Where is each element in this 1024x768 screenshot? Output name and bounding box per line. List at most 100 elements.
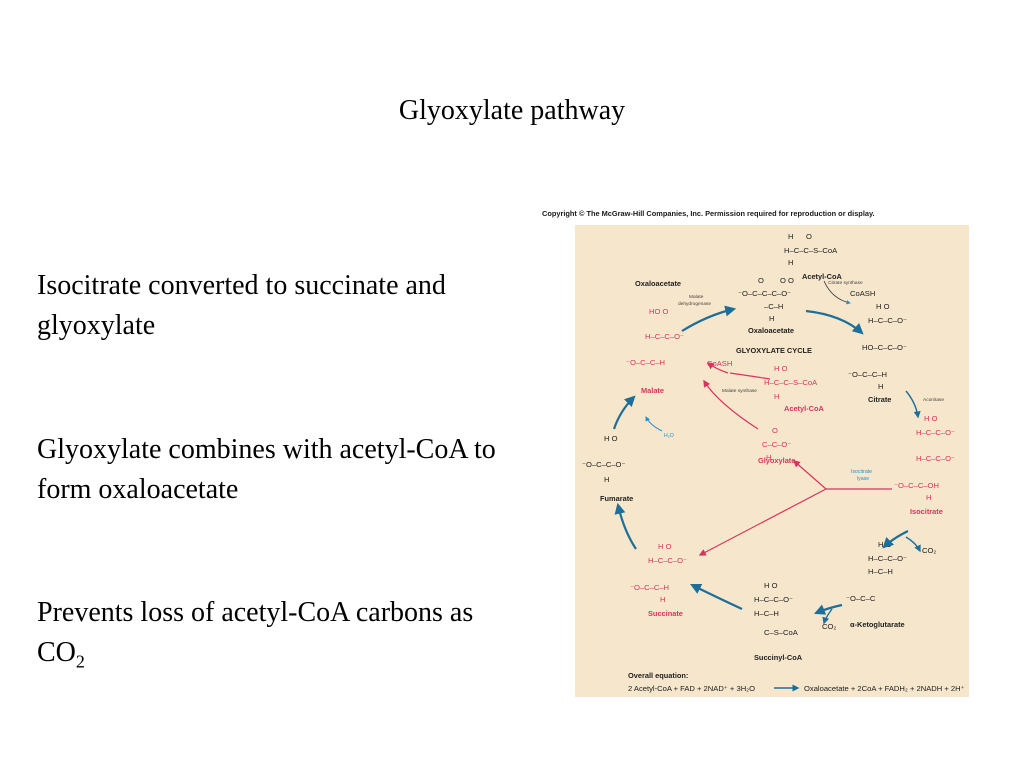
svg-text:O: O — [758, 276, 764, 285]
alpha-ketoglutarate-label: α-Ketoglutarate — [850, 620, 905, 629]
arrow-oxaloacetate-to-citrate — [805, 309, 864, 335]
svg-text:H: H — [660, 595, 665, 604]
svg-text:⁻O–C–C: ⁻O–C–C — [846, 594, 876, 603]
succinate-structure: H O H–C–C–O⁻ ⁻O–C–C–H H Succinate — [630, 542, 687, 618]
slide-title: Glyoxylate pathway — [398, 95, 626, 126]
arrow-co2-release-b — [822, 608, 833, 625]
malate-label: Malate — [641, 386, 664, 395]
svg-text:O O: O O — [780, 276, 794, 285]
equation-reactants: 2 Acetyl-CoA + FAD + 2NAD⁺ + 3H₂O — [628, 684, 755, 693]
cycle-title: GLYOXYLATE CYCLE — [736, 346, 812, 355]
svg-text:HO O: HO O — [649, 307, 669, 316]
arrow-succinate-to-fumarate — [614, 502, 637, 550]
svg-text:H–C–C–S–CoA: H–C–C–S–CoA — [764, 378, 818, 387]
isocitrate-lyase-label-2: lyase — [857, 476, 869, 482]
svg-text:C–C–O⁻: C–C–O⁻ — [762, 440, 791, 449]
svg-text:⁻O–C–C–O⁻: ⁻O–C–C–O⁻ — [582, 460, 625, 469]
svg-text:H O: H O — [604, 434, 618, 443]
succinyl-coa-structure: H O H–C–C–O⁻ H–C–H C–S–CoA Succinyl-CoA — [754, 581, 803, 662]
arrow-to-succinate — [698, 488, 827, 556]
svg-text:C–S–CoA: C–S–CoA — [764, 628, 799, 637]
svg-text:H: H — [774, 392, 779, 401]
equation-label: Overall equation: — [628, 671, 688, 680]
glyoxylate-structure: O C–C–O⁻ H Glyoxylate — [758, 426, 795, 465]
arrow-h2o-input — [645, 416, 663, 432]
oxaloacetate-center-structure: O O O ⁻O–C–C–C–O⁻ –C–H H Oxaloacetate — [738, 276, 794, 335]
svg-text:H–C–C–O⁻: H–C–C–O⁻ — [648, 556, 687, 565]
svg-text:H O: H O — [774, 364, 788, 373]
arrow-fumarate-to-malate — [612, 395, 636, 430]
svg-text:O: O — [806, 232, 812, 241]
coash-top-label: CoASH — [850, 289, 875, 298]
citrate-synthase-label: Citrate synthase — [828, 280, 863, 286]
malate-dh-label-2: dehydrogenase — [678, 301, 711, 307]
isocitrate-lyase-label-1: Isocitrate — [851, 469, 872, 475]
acetyl-coa-entry-arrow — [823, 280, 851, 305]
fumarate-label: Fumarate — [600, 494, 633, 503]
svg-text:H–C–C–O⁻: H–C–C–O⁻ — [868, 316, 907, 325]
acetyl-coa-inner-structure: H O H–C–C–S–CoA H Acetyl-CoA — [764, 364, 824, 413]
svg-text:⁻O–C–C–H: ⁻O–C–C–H — [630, 583, 669, 592]
isocitrate-structure: H O H–C–C–O⁻ H–C–C–O⁻ ⁻O–C–C–OH H Isocit… — [894, 414, 955, 516]
citrate-label: Citrate — [868, 395, 891, 404]
svg-text:H: H — [604, 475, 609, 484]
succinyl-coa-label: Succinyl-CoA — [754, 653, 803, 662]
co2-a-label: CO₂ — [922, 546, 936, 555]
acetyl-coa-top-label: Acetyl-CoA — [802, 272, 842, 281]
arrow-isocitrate-to-ketoglutarate — [882, 530, 909, 549]
svg-text:H O: H O — [658, 542, 672, 551]
svg-text:H: H — [766, 453, 771, 462]
svg-text:⁻O–C–C–C–O⁻: ⁻O–C–C–C–O⁻ — [738, 289, 791, 298]
svg-text:H–C–C–O⁻: H–C–C–O⁻ — [868, 554, 907, 563]
bullet-glyoxylate: Glyoxylate combines with acetyl-CoA to f… — [37, 434, 496, 505]
svg-text:–C–H: –C–H — [764, 302, 783, 311]
co2-b-label: CO₂ — [822, 622, 836, 631]
arrow-coash-release — [706, 362, 729, 374]
svg-text:H–C–C–O⁻: H–C–C–O⁻ — [916, 454, 955, 463]
coash-inner-label: CoASH — [707, 359, 732, 368]
acetyl-coa-inner-label: Acetyl-CoA — [784, 404, 824, 413]
svg-text:H–C–C–O⁻: H–C–C–O⁻ — [754, 595, 793, 604]
malate-dh-label-1: Malate — [689, 294, 704, 300]
svg-text:H O: H O — [876, 302, 890, 311]
svg-text:H O: H O — [764, 581, 778, 590]
arrow-citrate-to-isocitrate — [905, 390, 921, 419]
equation-products: Oxaloacetate + 2CoA + FADH₂ + 2NADH + 2H… — [804, 684, 965, 693]
acetyl-coa-top-structure: H H–C–C–S–CoA H O Acetyl-CoA — [784, 232, 842, 281]
svg-text:O: O — [772, 426, 778, 435]
bullet-co2: Prevents loss of acetyl-CoA carbons as C… — [37, 593, 507, 682]
oxaloacetate-side-label: Oxaloacetate — [635, 279, 681, 288]
svg-text:⁻O–C–C–H: ⁻O–C–C–H — [848, 370, 887, 379]
malate-structure: HO O H–C–C–O⁻ ⁻O–C–C–H Malate — [626, 307, 684, 395]
arrow-ketoglutarate-to-succinyl-coa — [813, 603, 843, 615]
svg-text:H O: H O — [924, 414, 938, 423]
svg-text:HO–C–C–O⁻: HO–C–C–O⁻ — [862, 343, 907, 352]
svg-text:H–C–C–S–CoA: H–C–C–S–CoA — [784, 246, 838, 255]
svg-text:⁻O–C–C–OH: ⁻O–C–C–OH — [894, 481, 939, 490]
glyoxylate-cycle-figure: Copyright © The McGraw-Hill Companies, I… — [542, 209, 969, 697]
svg-text:H: H — [769, 314, 774, 323]
citrate-structure: H O H–C–C–O⁻ HO–C–C–O⁻ ⁻O–C–C–H H Citrat… — [848, 302, 907, 404]
arrow-succinyl-coa-to-succinate — [690, 584, 743, 610]
svg-text:H–C–H: H–C–H — [868, 567, 893, 576]
arrow-acetyl-coa-joins — [729, 372, 771, 380]
svg-text:⁻O–C–C–H: ⁻O–C–C–H — [626, 358, 665, 367]
aconitase-label: Aconitase — [923, 397, 944, 403]
arrow-glyoxylate-to-malate — [703, 379, 759, 430]
bullet-co2-text: Prevents loss of acetyl-CoA carbons as C… — [37, 597, 474, 668]
arrow-malate-to-oxaloacetate — [681, 305, 737, 332]
svg-text:H: H — [788, 232, 793, 241]
svg-text:H: H — [788, 258, 793, 267]
svg-text:H: H — [878, 382, 883, 391]
co2-subscript: 2 — [75, 651, 85, 672]
malate-synthase-label: Malate synthase — [722, 388, 757, 394]
figure-panel — [575, 225, 969, 697]
copyright-notice: Copyright © The McGraw-Hill Companies, I… — [542, 209, 875, 218]
isocitrate-label: Isocitrate — [910, 507, 943, 516]
svg-text:H–C–H: H–C–H — [754, 609, 779, 618]
arrow-co2-release-a — [905, 536, 921, 553]
oxaloacetate-center-label: Oxaloacetate — [748, 326, 794, 335]
fumarate-structure: H O ⁻O–C–C–O⁻ H Fumarate — [582, 434, 633, 503]
svg-text:H–C–C–O⁻: H–C–C–O⁻ — [916, 428, 955, 437]
svg-text:H: H — [926, 493, 931, 502]
